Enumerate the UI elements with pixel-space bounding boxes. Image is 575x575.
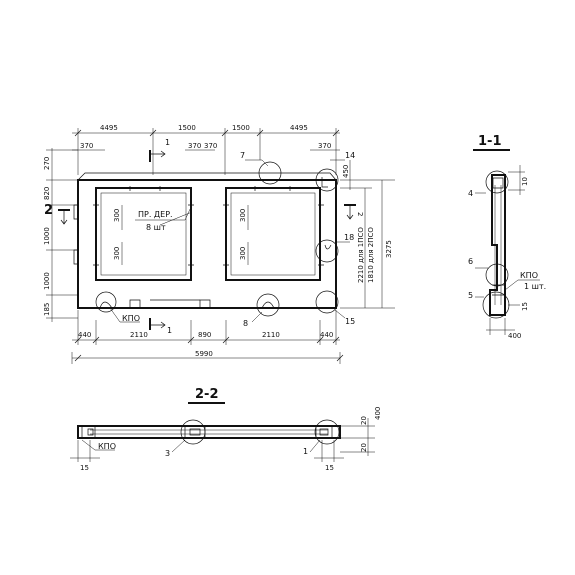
callout-4: 4	[468, 189, 473, 198]
top-dimensions: 4495 1500 1500 4495 370 370 370 370	[72, 124, 340, 175]
callouts-main: 7 14 18 15 8 КПО	[109, 151, 355, 328]
dim-top-3: 1500	[232, 124, 250, 132]
sec1-dim-15: 15	[521, 302, 529, 311]
sec2-dim-400: 400	[374, 407, 382, 420]
sec2-dim-15-left: 15	[80, 464, 89, 472]
section-1-1-profile	[489, 174, 506, 316]
section-2-2-profile	[77, 425, 341, 439]
note-pr-qty: 8 шт	[146, 223, 166, 232]
dim-left-5: 185	[43, 303, 51, 316]
detail-circle-15	[315, 290, 339, 314]
dim-right-2210: 2210 для 1ПСО	[357, 227, 365, 283]
section-1-1: 1-1 10 4 6 5 КПО 1 шт. 15 400	[468, 134, 546, 340]
sec1-dim-10: 10	[521, 177, 529, 186]
dim-right-1810: 1810 для 2ПСО	[367, 227, 375, 283]
sec2-dim-15-right: 15	[325, 464, 334, 472]
detail-circle-7	[258, 161, 282, 185]
dim-bottom-1: 440	[78, 331, 91, 339]
callout-1: 1	[303, 447, 308, 456]
dim-inner-3: 300	[239, 209, 247, 222]
section-mark-2-left: 2	[44, 203, 70, 225]
bottom-notches	[99, 299, 275, 309]
dim-sub-4: 370	[318, 142, 331, 150]
callout-15: 15	[345, 317, 355, 326]
panel-outline	[77, 179, 337, 309]
dim-top-1: 4495	[100, 124, 118, 132]
section-mark-1-top: 1	[149, 138, 170, 162]
note-pr-der: ПР. ДЕР.	[138, 210, 173, 219]
right-dimensions: 450 2210 для 1ПСО 1810 для 2ПСО 3275	[340, 160, 395, 309]
dim-total-width: 5990	[195, 350, 213, 358]
callout-3: 3	[165, 449, 170, 458]
kpo-label-sec2: КПО	[98, 442, 116, 451]
section-2-2: 2-2 20 400 20 КПО 3 1 15 15	[70, 387, 382, 472]
dim-bottom-3: 890	[198, 331, 211, 339]
dim-bottom-2: 2110	[130, 331, 148, 339]
main-plan: 4495 1500 1500 4495 370 370 370 370 1 1 …	[43, 124, 395, 364]
detail-circle-18	[315, 239, 339, 263]
dim-bottom-4: 2110	[262, 331, 280, 339]
note-wood-plugs: ПР. ДЕР. 8 шт	[135, 204, 193, 232]
detail-circle-kpo	[95, 291, 117, 313]
detail-circle-3	[180, 419, 206, 445]
right-insert-top	[321, 177, 328, 188]
right-insert-mid	[324, 244, 332, 250]
dim-top-2: 1500	[178, 124, 196, 132]
dim-inner-4: 300	[239, 247, 247, 260]
section-mark-1-top-label: 1	[165, 138, 170, 147]
kpo-qty-sec1: 1 шт.	[524, 282, 546, 291]
dim-inner-2: 300	[113, 247, 121, 260]
callout-8: 8	[243, 319, 248, 328]
wood-plugs	[93, 186, 324, 266]
callout-18: 18	[344, 233, 354, 242]
section-mark-2-left-label: 2	[44, 203, 53, 218]
sec1-dim-400: 400	[508, 332, 521, 340]
window-inner-left	[100, 192, 187, 276]
bottom-dimensions: 440 2110 890 2110 440 5990	[71, 310, 344, 364]
panel-top-edge	[77, 172, 337, 181]
callout-6: 6	[468, 257, 473, 266]
sec2-dim-20b: 20	[360, 443, 368, 452]
section-1-1-title: 1-1	[478, 134, 502, 149]
dim-left-2: 820	[43, 187, 51, 200]
callout-7: 7	[240, 151, 245, 160]
dim-sub-1: 370	[80, 142, 93, 150]
inner-dimensions: 300 300 300 300	[113, 205, 249, 265]
dim-bottom-5: 440	[320, 331, 333, 339]
detail-circle-4	[485, 170, 509, 194]
section-2-2-title: 2-2	[195, 387, 219, 402]
dim-right-450: 450	[342, 165, 350, 178]
detail-circle-8	[256, 293, 280, 317]
window-opening-left	[95, 187, 192, 281]
sec2-dim-20a: 20	[360, 416, 368, 425]
left-dimensions: 270 820 1000 1000 185	[43, 148, 78, 322]
dim-sub-2: 370	[188, 142, 201, 150]
detail-circle-14	[315, 168, 339, 192]
section-mark-2-right-label: 2	[356, 212, 364, 216]
dim-sub-3: 370	[204, 142, 217, 150]
detail-circle-6	[485, 263, 509, 287]
callout-14: 14	[345, 151, 355, 160]
dim-right-3275: 3275	[385, 240, 393, 258]
dim-top-4: 4495	[290, 124, 308, 132]
section-mark-1-bottom: 1	[149, 318, 172, 335]
dim-left-3: 1000	[43, 227, 51, 245]
window-opening-right	[225, 187, 321, 281]
kpo-label-sec1: КПО	[520, 271, 538, 280]
dim-inner-1: 300	[113, 209, 121, 222]
callout-5: 5	[468, 291, 473, 300]
kpo-label-main: КПО	[122, 314, 140, 323]
window-inner-right	[230, 192, 316, 276]
section-mark-2-right: 2	[344, 204, 364, 220]
dim-left-1: 270	[43, 157, 51, 170]
detail-circle-1	[314, 419, 340, 445]
dim-left-4: 1000	[43, 272, 51, 290]
section-mark-1-bottom-label: 1	[167, 326, 172, 335]
